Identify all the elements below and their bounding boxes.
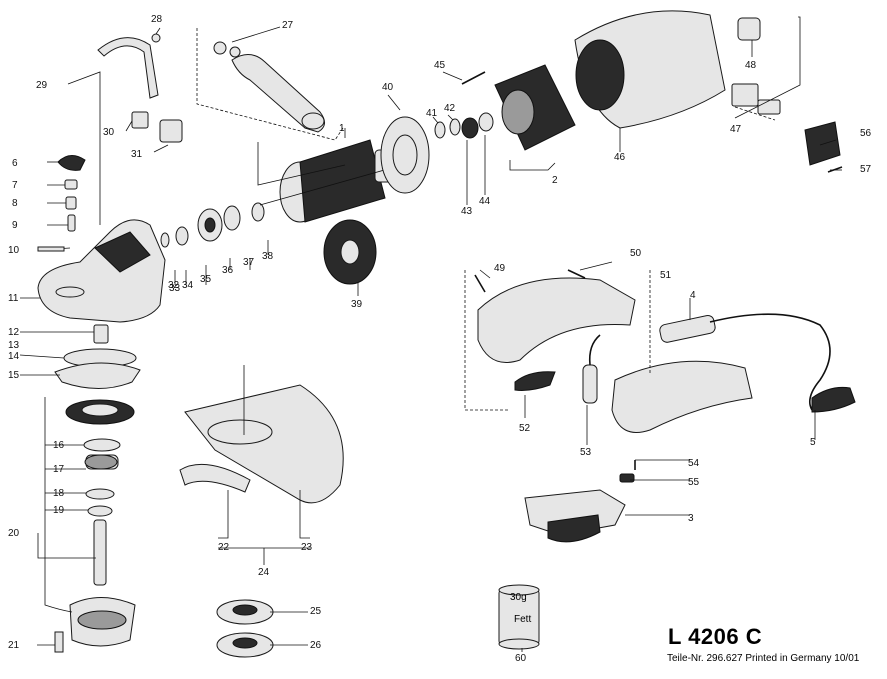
guard-bracket-strap xyxy=(97,37,159,99)
part-number-label: 28 xyxy=(151,14,163,25)
part-number-label: 49 xyxy=(494,263,506,274)
part-number-label: 54 xyxy=(688,458,700,469)
part-number-label: 44 xyxy=(479,196,491,207)
part-number-label: 45 xyxy=(434,60,446,71)
stator xyxy=(494,64,576,151)
part-number-label: 57 xyxy=(860,164,872,175)
handle-screws xyxy=(474,269,586,293)
spindle-gear-stack xyxy=(54,399,136,653)
wheel-guard xyxy=(179,384,344,504)
part-number-label: 48 xyxy=(745,60,757,71)
part-number-label: 34 xyxy=(182,280,194,291)
stator-screw xyxy=(461,71,486,85)
part-number-label: 26 xyxy=(310,640,322,651)
rear-handle-lower xyxy=(611,360,753,433)
grease-part-number: 60 xyxy=(515,653,527,664)
part-number-label: 19 xyxy=(53,505,65,516)
rear-handle-half xyxy=(477,277,636,363)
model-title: L 4206 C xyxy=(668,624,763,649)
part-number-label: 27 xyxy=(282,20,294,31)
part-number-label: 1 xyxy=(339,123,345,134)
bevel-gear xyxy=(323,219,377,285)
part-number-label: 13 xyxy=(8,340,20,351)
rating-plate-parts xyxy=(804,121,843,173)
part-number-label: 5 xyxy=(810,437,816,448)
part-number-label: 11 xyxy=(8,293,19,304)
grease-label: Fett xyxy=(514,614,532,625)
rear-bearing-parts xyxy=(434,112,494,139)
small-switch-parts xyxy=(619,460,636,483)
part-number-label: 14 xyxy=(8,351,20,362)
part-number-label: 15 xyxy=(8,370,20,381)
motor-housing xyxy=(574,10,726,129)
gear-head-housing xyxy=(37,219,166,323)
part-number-label: 21 xyxy=(8,640,20,651)
grease-amount: 30g xyxy=(510,592,527,603)
part-number-label: 33 xyxy=(169,283,181,294)
fan-baffle xyxy=(380,116,430,194)
bearing-stack xyxy=(160,202,265,248)
part-number-label: 32 xyxy=(168,280,180,291)
part-number-label: 7 xyxy=(12,180,18,191)
part-number-label: 25 xyxy=(310,606,322,617)
part-number-label: 50 xyxy=(630,248,642,259)
part-number-label: 2 xyxy=(552,175,558,186)
part-number-label: 37 xyxy=(243,257,255,268)
switch-slider xyxy=(514,371,556,391)
part-number-footer: Teile-Nr. 296.627 Printed in Germany 10/… xyxy=(667,653,860,664)
switch-assembly xyxy=(524,489,626,543)
leader-lines xyxy=(19,16,842,652)
part-number-label: 17 xyxy=(53,464,65,475)
part-number-label: 16 xyxy=(53,440,65,451)
part-number-label: 20 xyxy=(8,528,20,539)
side-handle xyxy=(213,41,325,133)
part-number-label: 10 xyxy=(8,245,20,256)
brush-holder-parts xyxy=(731,17,781,115)
grease-tub xyxy=(498,584,540,650)
part-number-label: 35 xyxy=(200,274,212,285)
part-number-label: 38 xyxy=(262,251,274,262)
part-number-label: 30 xyxy=(103,127,115,138)
part-number-label: 23 xyxy=(301,542,313,553)
part-number-label: 36 xyxy=(222,265,234,276)
spindle-lock-parts xyxy=(37,155,86,252)
flange-nuts xyxy=(216,599,274,658)
part-number-label: 18 xyxy=(53,488,65,499)
part-number-label: 40 xyxy=(382,82,394,93)
part-number-label: 3 xyxy=(688,513,694,524)
part-number-label: 39 xyxy=(351,299,363,310)
part-number-label: 31 xyxy=(131,149,143,160)
part-number-label: 42 xyxy=(444,103,456,114)
part-number-label: 56 xyxy=(860,128,872,139)
part-number-label: 8 xyxy=(12,198,18,209)
part-number-label: 52 xyxy=(519,423,531,434)
part-30-clamp xyxy=(131,111,149,129)
part-number-label: 22 xyxy=(218,542,230,553)
part-number-label: 4 xyxy=(690,290,696,301)
part-number-label: 53 xyxy=(580,447,592,458)
part-number-label: 51 xyxy=(660,270,672,281)
part-number-label: 47 xyxy=(730,124,742,135)
part-number-label: 24 xyxy=(258,567,270,578)
part-number-label: 55 xyxy=(688,477,700,488)
part-31-clamp xyxy=(159,119,183,143)
part-number-label: 9 xyxy=(12,220,18,231)
part-number-label: 6 xyxy=(12,158,18,169)
flange-assembly-upper xyxy=(54,324,141,389)
part-number-label: 29 xyxy=(36,80,48,91)
part-number-label: 43 xyxy=(461,206,473,217)
capacitor xyxy=(582,334,601,404)
part-number-label: 46 xyxy=(614,152,626,163)
part-number-label: 41 xyxy=(426,108,438,119)
part-28-screw xyxy=(151,33,161,43)
power-cable xyxy=(659,313,856,413)
part-number-label: 12 xyxy=(8,327,20,338)
